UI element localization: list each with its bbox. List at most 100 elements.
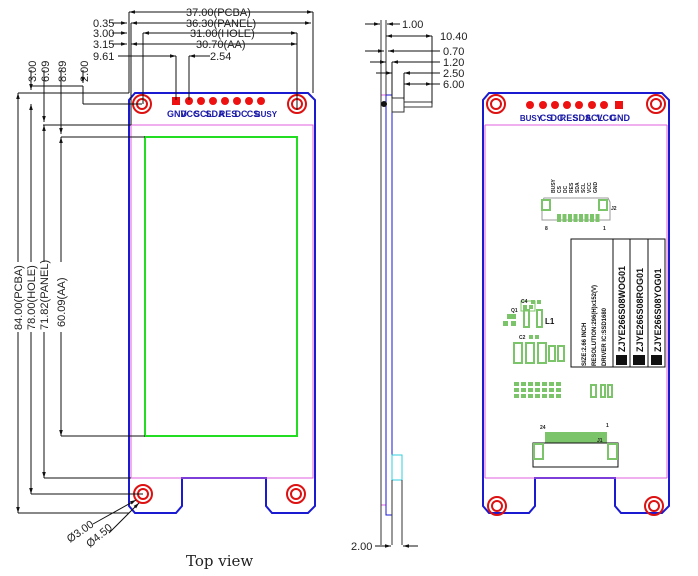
smd-pad [528, 394, 533, 398]
j2-label-gnd: GND [593, 182, 599, 194]
part-number-3: ZJYE266S08YOG01 [653, 268, 663, 352]
back-pin-busy [526, 101, 534, 109]
j2-pin-start: 8 [545, 226, 548, 232]
side-dimension-labels: 1.00 10.40 0.70 1.20 2.50 6.00 2.00 [351, 19, 468, 553]
back-pin-gnd [615, 101, 623, 109]
ref-c2: C2 [519, 335, 526, 341]
horizontal-dimensions [112, 10, 314, 125]
j2-pad [562, 214, 567, 222]
back-pin-dc [551, 101, 559, 109]
smd-pad [514, 394, 519, 398]
back-pin-label-gnd: GND [610, 113, 631, 123]
dim-aa-height: 60.09(AA) [56, 277, 68, 327]
horizontal-dimension-labels: 37.00(PCBA) 36.30(PANEL) 0.35 31.00(HOLE… [93, 7, 256, 63]
back-pin-label-cs: CS [540, 113, 553, 123]
smd-pad [549, 382, 554, 386]
smd-pad [514, 382, 519, 386]
smd-pad [556, 382, 561, 386]
side-dimension-lines [365, 22, 440, 548]
active-area [144, 136, 298, 437]
dim-aa-offset: 3.15 [93, 39, 114, 51]
back-pin-scl [588, 101, 596, 109]
dim-hole-offset: 3.00 [93, 28, 114, 40]
back-pin-label-scl: SCL [585, 113, 604, 123]
back-header-pins [526, 101, 623, 109]
smd-pad [535, 394, 540, 398]
smd-pad [514, 388, 519, 392]
pcba-outline [128, 92, 316, 514]
back-hole-top-left [486, 94, 506, 114]
dim-hole-width: 31.00(HOLE) [190, 28, 255, 40]
smd-pad [528, 388, 533, 392]
ref-c4: C4 [521, 299, 528, 305]
dim-offset-6: 6.09 [40, 61, 52, 82]
dim-pin-pitch: 2.54 [210, 51, 231, 63]
pin-cs [245, 97, 253, 105]
dim-side-2-5: 2.50 [443, 68, 464, 80]
pin-res [221, 97, 229, 105]
pin-label-res: RES [219, 109, 238, 119]
back-hole-bottom-right [644, 496, 664, 516]
pin-label-busy: BUSY [255, 110, 278, 119]
dim-pin-offset: 9.61 [93, 51, 114, 63]
back-pin-label-vcc: VCC [596, 113, 616, 123]
dim-panel-offset: 0.35 [93, 18, 114, 30]
back-pin-label-res: RES [560, 113, 579, 123]
j2-pin-end: 1 [603, 226, 606, 232]
smd-pad [535, 382, 540, 386]
back-pin-res [563, 101, 571, 109]
hole-diameter-leaders [92, 499, 140, 534]
pin-label-sda: SDA [205, 109, 225, 119]
back-pin-sda [575, 101, 583, 109]
spec-size: SIZE:2.66 INCH [582, 323, 588, 366]
pin-label-dc: DC [235, 109, 248, 119]
vertical-dimension-labels: 84.00(PCBA) 78.00(HOLE) 71.82(PANEL) 60.… [12, 260, 68, 332]
side-panel [380, 94, 387, 506]
j2-ref: J2 [611, 206, 617, 212]
j2-pad [557, 214, 561, 222]
j2-pad [579, 214, 583, 222]
view-caption: Top view [186, 552, 253, 570]
back-hole-bottom-left [487, 496, 507, 516]
dim-panel-width: 36.30(PANEL) [186, 18, 256, 30]
spec-label-table: SIZE:2.66 INCH RESOLUTION:296(H)x152(V) … [570, 238, 666, 368]
smd-pad [542, 394, 547, 398]
part-number-2: ZJYE266S08ROG01 [635, 268, 645, 352]
smd-pad [521, 394, 526, 398]
vertical-offset-lines [18, 70, 145, 138]
dim-side-bottom: 2.00 [351, 541, 372, 553]
dim-side-1: 1.00 [402, 19, 423, 31]
smd-pad [542, 388, 547, 392]
pin-vcc [185, 97, 193, 105]
ref-q1: Q1 [511, 308, 518, 314]
pin-scl [197, 97, 205, 105]
smd-pad [549, 388, 554, 392]
part-number-1: ZJYE266S08WOG01 [617, 266, 627, 352]
j2-pad [568, 214, 572, 222]
smd-pad [556, 388, 561, 392]
dim-aa-width: 30.70(AA) [196, 39, 246, 51]
pin-label-cs: CS [247, 109, 260, 119]
side-pcb [385, 94, 393, 516]
header-pins [172, 97, 265, 105]
j2-pad [584, 214, 589, 222]
j2-label-res: RES [569, 182, 575, 193]
panel-outline [130, 124, 314, 479]
back-pin-cs [539, 101, 547, 109]
smd-pad [528, 382, 533, 386]
dim-side-1-2: 1.20 [443, 57, 464, 69]
dim-offset-3: 3.00 [27, 61, 39, 82]
dim-pcba-height: 84.00(PCBA) [13, 265, 25, 330]
side-fpc [391, 454, 403, 481]
smd-pad [542, 382, 547, 386]
j2-label-scl: SCL [581, 183, 587, 193]
fpc-connector-j1: 24 1 J1 [532, 423, 619, 468]
smd-pad [556, 394, 561, 398]
j2-pad [595, 214, 600, 222]
